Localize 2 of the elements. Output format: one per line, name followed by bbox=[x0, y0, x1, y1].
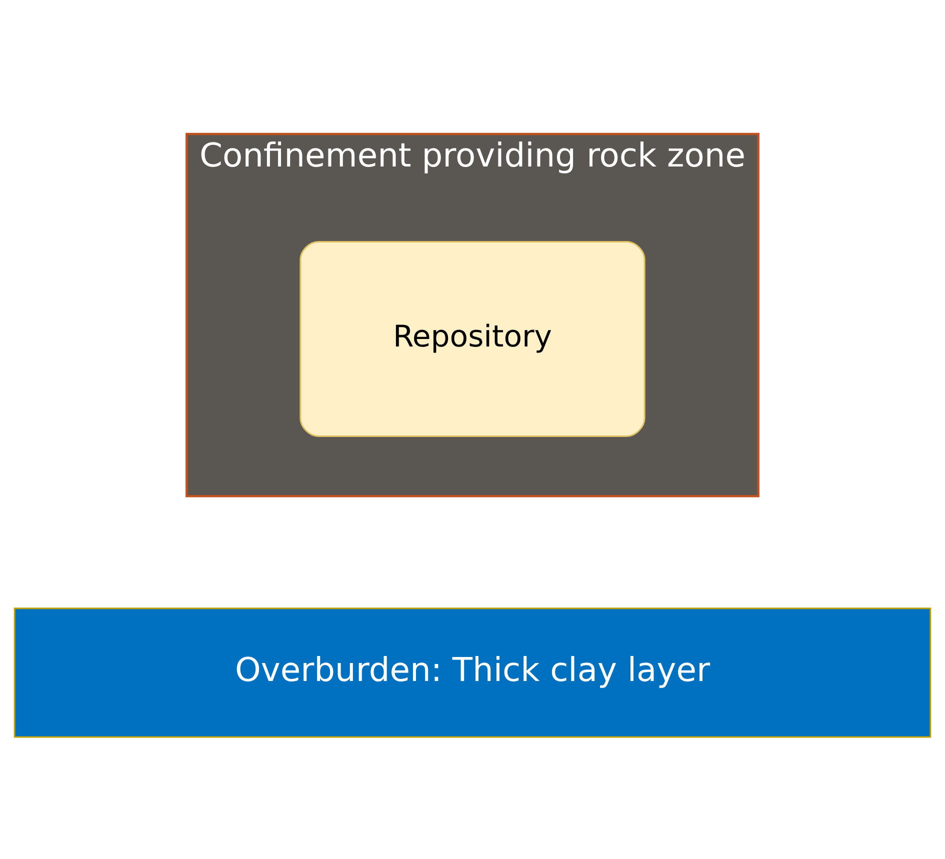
node-box: Overburden: Thick clay layer bbox=[14, 608, 932, 738]
node-box: Repository bbox=[300, 240, 646, 437]
